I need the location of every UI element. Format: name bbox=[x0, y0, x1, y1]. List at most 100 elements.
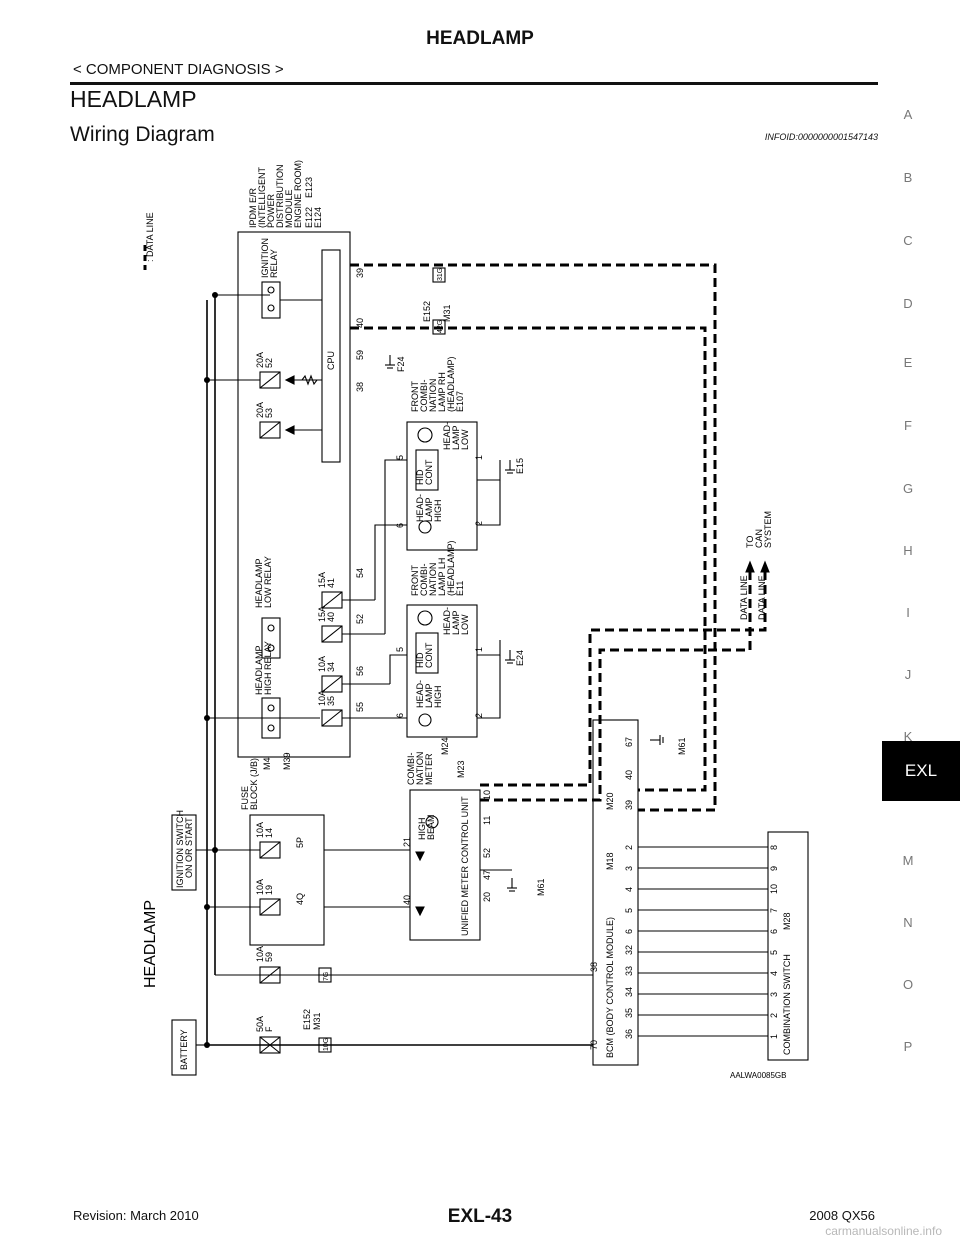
fuse-19 bbox=[259, 898, 281, 916]
connector-label: M4 bbox=[262, 757, 272, 770]
rh-ground-wire bbox=[477, 460, 501, 481]
side-index-letter[interactable]: C bbox=[903, 233, 913, 248]
section-subtitle: Wiring Diagram bbox=[70, 123, 215, 146]
fuse-59-mark bbox=[259, 966, 281, 984]
head-low-label: LAMP bbox=[451, 425, 461, 450]
fuse-label: 10A bbox=[255, 946, 265, 962]
to-can-label: CAN bbox=[754, 529, 764, 548]
head-high-label: HIGH bbox=[433, 500, 443, 523]
ground-label: M61 bbox=[677, 737, 687, 755]
connector-pin: 42G bbox=[437, 320, 444, 333]
header-section: < COMPONENT DIAGNOSIS > bbox=[73, 61, 284, 78]
headlamp-low-rh bbox=[417, 427, 433, 443]
switch-pin: 10 bbox=[769, 884, 779, 894]
connector-label: M28 bbox=[782, 912, 792, 930]
lamp-pin: 6 bbox=[395, 523, 405, 528]
head-high-label: HEAD- bbox=[415, 680, 425, 708]
fuse-label: 41 bbox=[326, 578, 336, 588]
side-index-letter[interactable]: F bbox=[904, 418, 912, 433]
head-low-label: HEAD- bbox=[442, 607, 452, 635]
lamp-pin: 5 bbox=[395, 455, 405, 460]
diagram-code: AALWA0085GB bbox=[730, 1071, 786, 1080]
side-index-letter[interactable]: I bbox=[906, 605, 910, 620]
fuse-label: 40 bbox=[326, 612, 336, 622]
front-combi-rh-label: NATION bbox=[428, 379, 438, 412]
revision-date: Revision: March 2010 bbox=[73, 1208, 199, 1223]
connector-label: E124 bbox=[313, 207, 323, 228]
data-line-arrow bbox=[745, 560, 755, 573]
meter-pin: 10 bbox=[482, 790, 492, 800]
combi-meter-label: NATION bbox=[415, 752, 425, 785]
bcm-label: BCM (BODY CONTROL MODULE) bbox=[605, 917, 615, 1058]
high-relay-label: HEADLAMP bbox=[254, 645, 264, 695]
front-combi-lh-label: (HEADLAMP) bbox=[446, 540, 456, 596]
combi-meter-label: METER bbox=[424, 753, 434, 785]
fuse-label: F bbox=[264, 1026, 274, 1032]
bcm-pin: 67 bbox=[624, 737, 634, 747]
side-index-letter[interactable]: E bbox=[903, 355, 913, 370]
page-number: EXL-43 bbox=[447, 1206, 513, 1227]
side-index-letter[interactable]: K bbox=[903, 729, 913, 744]
cpu-label: CPU bbox=[326, 351, 336, 370]
page-title: HEADLAMP bbox=[70, 86, 197, 112]
head-high-label: LAMP bbox=[424, 497, 434, 522]
switch-pin: 6 bbox=[769, 929, 779, 934]
bcm-pin: 36 bbox=[624, 1029, 634, 1039]
connector-label: E122 bbox=[304, 207, 314, 228]
data-line-label: DATA LINE bbox=[739, 575, 749, 620]
high-beam-label: HIGH bbox=[417, 818, 427, 841]
side-index-letter[interactable]: P bbox=[903, 1039, 913, 1054]
connector-pin: 10G bbox=[323, 1038, 330, 1051]
switch-pin: 4 bbox=[769, 971, 779, 976]
lh-low-wire bbox=[389, 654, 407, 684]
switch-pin: 3 bbox=[769, 992, 779, 997]
high-relay-label: HIGH RELAY bbox=[263, 641, 273, 695]
fuse-block-label: FUSE bbox=[240, 786, 250, 810]
connector-label: M24 bbox=[440, 737, 450, 755]
connector-label: E152 bbox=[422, 301, 432, 322]
ipdm-label: MODULE bbox=[284, 189, 294, 228]
side-index-letter[interactable]: O bbox=[902, 977, 914, 992]
connector-label: M18 bbox=[605, 852, 615, 870]
ipdm-label: (INTELLIGENT bbox=[257, 166, 267, 228]
high-beam-indicator bbox=[425, 815, 439, 829]
side-index-letter[interactable]: H bbox=[903, 543, 913, 558]
fuse-14 bbox=[259, 841, 281, 859]
fuse-label: 35 bbox=[326, 696, 336, 706]
connector-31g bbox=[432, 267, 446, 283]
diode bbox=[284, 375, 295, 385]
side-index-letter[interactable]: G bbox=[902, 481, 914, 496]
bcm-pin: 40 bbox=[624, 770, 634, 780]
front-combi-rh-label: LAMP RH bbox=[437, 372, 447, 412]
connector-10g bbox=[318, 1037, 332, 1053]
hid-cont-label: HID bbox=[415, 652, 425, 668]
bcm-pin: 38 bbox=[589, 962, 599, 972]
fuse-label: 14 bbox=[264, 828, 274, 838]
side-tab-active[interactable]: EXL bbox=[882, 741, 960, 801]
relay-contact bbox=[267, 624, 275, 632]
side-index-letter[interactable]: M bbox=[902, 853, 914, 868]
watermark: carmanualsonline.info bbox=[825, 1224, 942, 1238]
ipdm-pin: 52 bbox=[355, 614, 365, 624]
fuse-label: 10A bbox=[317, 656, 327, 672]
side-index-letter[interactable]: J bbox=[904, 667, 912, 682]
lamp-pin: 1 bbox=[474, 455, 484, 460]
ign-switch-label: ON OR START bbox=[184, 817, 194, 878]
connector-label: E123 bbox=[304, 177, 314, 198]
front-combi-lh-label: FRONT bbox=[410, 565, 420, 596]
side-index-letter[interactable]: B bbox=[903, 170, 913, 185]
relay-contact bbox=[267, 704, 275, 712]
hid-cont-label: CONT bbox=[424, 642, 434, 668]
side-index-letter[interactable]: A bbox=[903, 107, 913, 122]
connector-label: E152 bbox=[302, 1009, 312, 1030]
connector-label: E107 bbox=[455, 391, 465, 412]
bcm-pin: 33 bbox=[624, 966, 634, 976]
fuse-52 bbox=[259, 371, 281, 389]
lamp-pin: 2 bbox=[474, 521, 484, 526]
connector-pin: 31G bbox=[437, 268, 444, 281]
connector-7g bbox=[318, 967, 332, 983]
lh-ground-wire bbox=[477, 655, 501, 719]
side-index-letter[interactable]: N bbox=[903, 915, 913, 930]
side-index-letter[interactable]: D bbox=[903, 296, 913, 311]
diode bbox=[284, 425, 295, 435]
